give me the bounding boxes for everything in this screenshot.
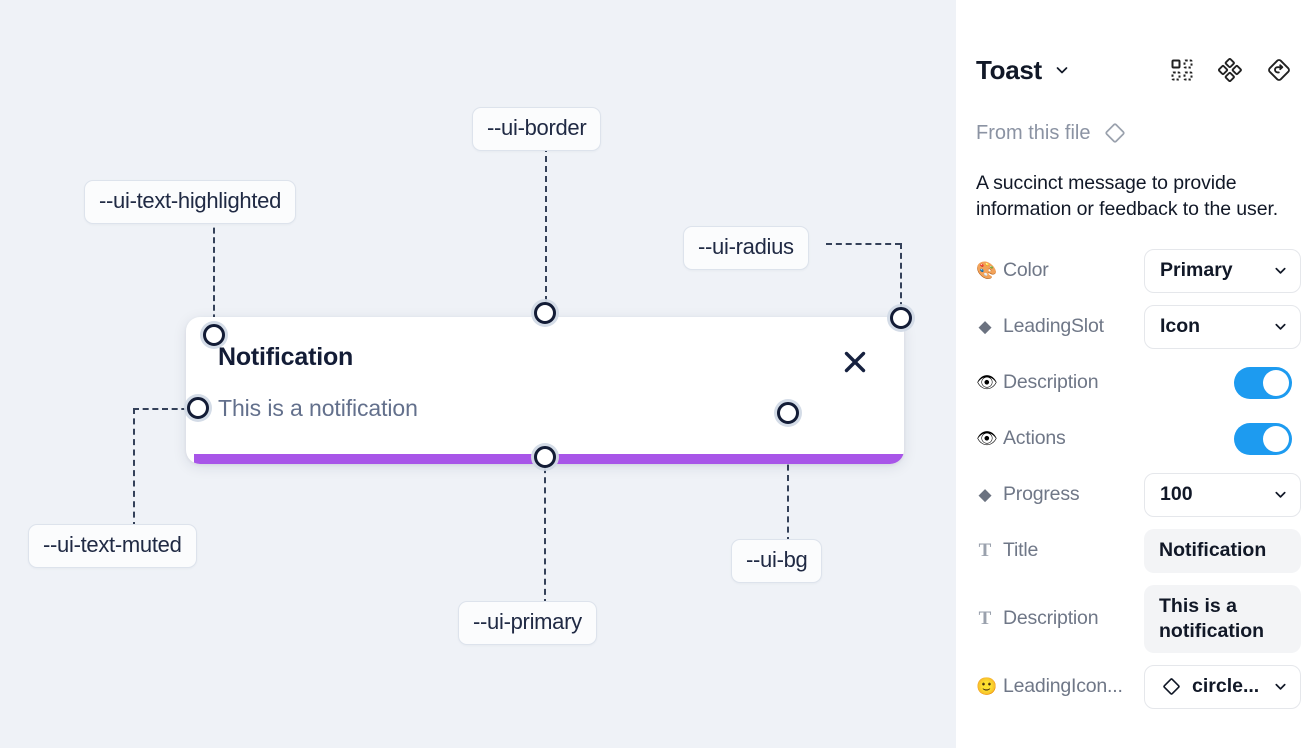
- diamond-component-icon: [1102, 120, 1128, 146]
- property-row-actions-toggle: 👁 Actions: [976, 417, 1292, 461]
- property-label-description-toggle: Description: [1003, 371, 1099, 394]
- token-label-border[interactable]: --ui-border: [472, 107, 602, 151]
- diamond-icon: ◆: [978, 485, 992, 505]
- connector-bg: [787, 413, 789, 543]
- property-list: 🎨 Color Primary: [976, 248, 1301, 709]
- property-label-description-text: Description: [1003, 607, 1099, 630]
- token-label-text-highlighted[interactable]: --ui-text-highlighted: [84, 180, 297, 224]
- property-row-leadingslot: ◆ LeadingSlot Icon: [976, 304, 1301, 349]
- description-input[interactable]: This is a notification: [1144, 584, 1301, 653]
- color-select-value: Primary: [1160, 259, 1233, 282]
- handle-primary[interactable]: [534, 446, 556, 468]
- connector-radius-horizontal: [826, 243, 901, 245]
- panel-header-actions: [1170, 57, 1292, 83]
- handle-radius[interactable]: [890, 307, 912, 329]
- handle-text-muted[interactable]: [187, 397, 209, 419]
- property-row-leadingicon: 🙂 LeadingIcon... circle...: [976, 664, 1301, 709]
- description-toggle[interactable]: [1234, 366, 1292, 399]
- connector-text-muted-horizontal: [133, 408, 197, 410]
- leadingslot-select[interactable]: Icon: [1144, 304, 1301, 349]
- toast-title: Notification: [218, 343, 354, 371]
- toggle-knob: [1263, 369, 1289, 396]
- diamond-component-icon: [1160, 675, 1183, 698]
- chevron-down-icon: [1267, 263, 1288, 278]
- property-label-progress: Progress: [1003, 483, 1080, 506]
- property-row-description-text: T Description This is a notification: [976, 584, 1301, 653]
- progress-select-value: 100: [1160, 483, 1193, 506]
- property-label-leadingicon: LeadingIcon...: [1003, 675, 1123, 698]
- leadingicon-select-value: circle...: [1192, 675, 1260, 698]
- handle-text-highlighted[interactable]: [203, 324, 225, 346]
- token-label-radius[interactable]: --ui-radius: [683, 226, 809, 270]
- text-icon: T: [978, 540, 992, 562]
- property-row-title: T Title Notification: [976, 528, 1301, 573]
- from-this-file-row: From this file: [976, 120, 1292, 146]
- connector-text-muted-vertical: [133, 408, 135, 528]
- panel-header: Toast: [976, 50, 1292, 90]
- token-label-bg[interactable]: --ui-bg: [731, 539, 823, 583]
- diamond-icon: ◆: [978, 317, 992, 337]
- panel-title: Toast: [976, 54, 1042, 85]
- eye-icon: 👁: [976, 373, 998, 393]
- chevron-down-icon: [1267, 319, 1288, 334]
- property-label-actions-toggle: Actions: [1003, 427, 1066, 450]
- chevron-down-icon: [1267, 487, 1288, 502]
- connector-border: [545, 146, 547, 312]
- connector-radius-vertical: [900, 243, 902, 318]
- connector-primary: [544, 457, 546, 605]
- chevron-down-icon: [1267, 679, 1288, 694]
- toast-component-preview[interactable]: Notification This is a notification: [186, 317, 904, 464]
- properties-panel: Toast: [956, 0, 1312, 748]
- smiley-icon: 🙂: [976, 677, 998, 697]
- variants-diamond-icon[interactable]: [1218, 58, 1242, 82]
- property-label-leadingslot: LeadingSlot: [1003, 315, 1104, 338]
- token-label-primary[interactable]: --ui-primary: [458, 601, 597, 645]
- property-row-description-toggle: 👁 Description: [976, 361, 1292, 405]
- property-label-title: Title: [1003, 539, 1039, 562]
- property-row-progress: ◆ Progress 100: [976, 472, 1301, 517]
- actions-toggle[interactable]: [1234, 422, 1292, 455]
- property-label-color: Color: [1003, 259, 1049, 282]
- connector-text-highlighted: [213, 218, 215, 330]
- close-x-icon[interactable]: [842, 349, 868, 375]
- from-this-file-label: From this file: [976, 121, 1091, 144]
- component-description: A succinct message to provide informatio…: [976, 172, 1279, 221]
- chevron-down-icon[interactable]: [1054, 62, 1070, 78]
- handle-bg[interactable]: [777, 402, 799, 424]
- eye-icon: 👁: [976, 429, 998, 449]
- title-input[interactable]: Notification: [1144, 528, 1301, 573]
- design-canvas[interactable]: Notification This is a notification --ui…: [0, 0, 956, 748]
- component-grid-icon[interactable]: [1170, 58, 1194, 82]
- leadingslot-select-value: Icon: [1160, 315, 1201, 338]
- progress-select[interactable]: 100: [1144, 472, 1301, 517]
- text-icon: T: [978, 608, 992, 630]
- reset-instance-icon[interactable]: [1266, 57, 1292, 83]
- token-label-text-muted[interactable]: --ui-text-muted: [28, 524, 197, 568]
- handle-border[interactable]: [534, 302, 556, 324]
- color-select[interactable]: Primary: [1144, 248, 1301, 293]
- toast-description: This is a notification: [218, 395, 418, 421]
- palette-icon: 🎨: [976, 261, 998, 281]
- leadingicon-select[interactable]: circle...: [1144, 664, 1301, 709]
- property-row-color: 🎨 Color Primary: [976, 248, 1301, 293]
- toggle-knob: [1263, 425, 1289, 452]
